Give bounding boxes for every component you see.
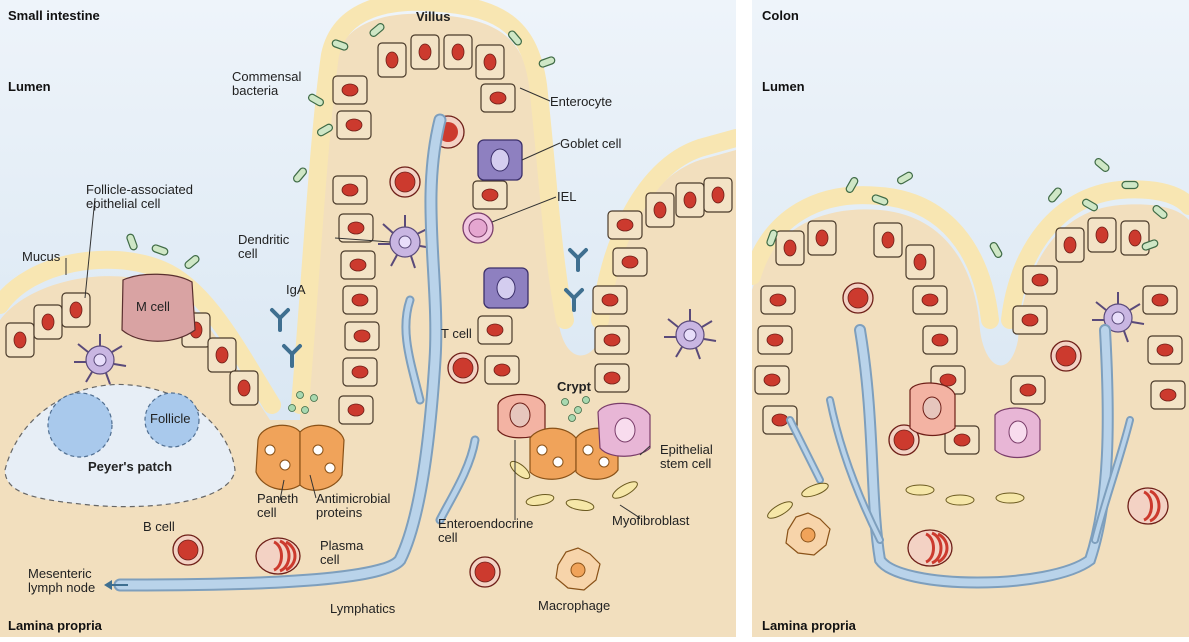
lymphatics-label: Lymphatics (330, 602, 395, 616)
plasma-cell (256, 538, 300, 574)
paneth-cell-label: Paneth cell (257, 492, 298, 520)
colon-lamina-label: Lamina propria (762, 618, 856, 633)
iel-label: IEL (557, 190, 577, 204)
goblet-cell-label: Goblet cell (560, 137, 621, 151)
follicle-1 (48, 393, 112, 457)
lamina-lymphocyte (470, 557, 500, 587)
t-cell (448, 353, 478, 383)
colon-cell-2 (1051, 341, 1081, 371)
mucus-label: Mucus (22, 250, 60, 264)
crypt-label: Crypt (557, 380, 591, 394)
small-intestine-title: Small intestine (8, 8, 100, 23)
myofibroblast-label: Myofibroblast (612, 514, 689, 528)
follicle-associated-label: Follicle-associated epithelial cell (86, 183, 193, 211)
commensal-bacteria-label: Commensal bacteria (232, 70, 301, 98)
t-cell-label: T cell (441, 327, 472, 341)
b-cell-label: B cell (143, 520, 175, 534)
colon-cell-1 (843, 283, 873, 313)
small-intestine-lumen-label: Lumen (8, 79, 51, 94)
antimicrobial-proteins-label: Antimicrobial proteins (316, 492, 390, 520)
dendritic-cell-label: Dendritic cell (238, 233, 289, 261)
iga-label: IgA (286, 283, 306, 297)
villus-label: Villus (416, 10, 450, 24)
iel-cell (463, 213, 493, 243)
mesenteric-lymph-node-label: Mesenteric lymph node (28, 567, 95, 595)
enteroendocrine-cell-label: Enteroendocrine cell (438, 517, 533, 545)
epithelial-stem-cell-label: Epithelial stem cell (660, 443, 713, 471)
colon-title: Colon (762, 8, 799, 23)
b-cell (173, 535, 203, 565)
m-cell-label: M cell (136, 300, 170, 314)
enterocyte-label: Enterocyte (550, 95, 612, 109)
peyers-patch-label: Peyer's patch (88, 460, 172, 474)
small-intestine-lamina-label: Lamina propria (8, 618, 102, 633)
colon-plasma-cell-2 (1128, 488, 1168, 524)
paneth-cells (256, 425, 344, 490)
follicle-label: Follicle (150, 412, 190, 426)
villus-t-cell-1 (390, 167, 420, 197)
macrophage-label: Macrophage (538, 599, 610, 613)
colon-plasma-cell (908, 530, 952, 566)
colon-lumen-label: Lumen (762, 79, 805, 94)
plasma-cell-label: Plasma cell (320, 539, 363, 567)
